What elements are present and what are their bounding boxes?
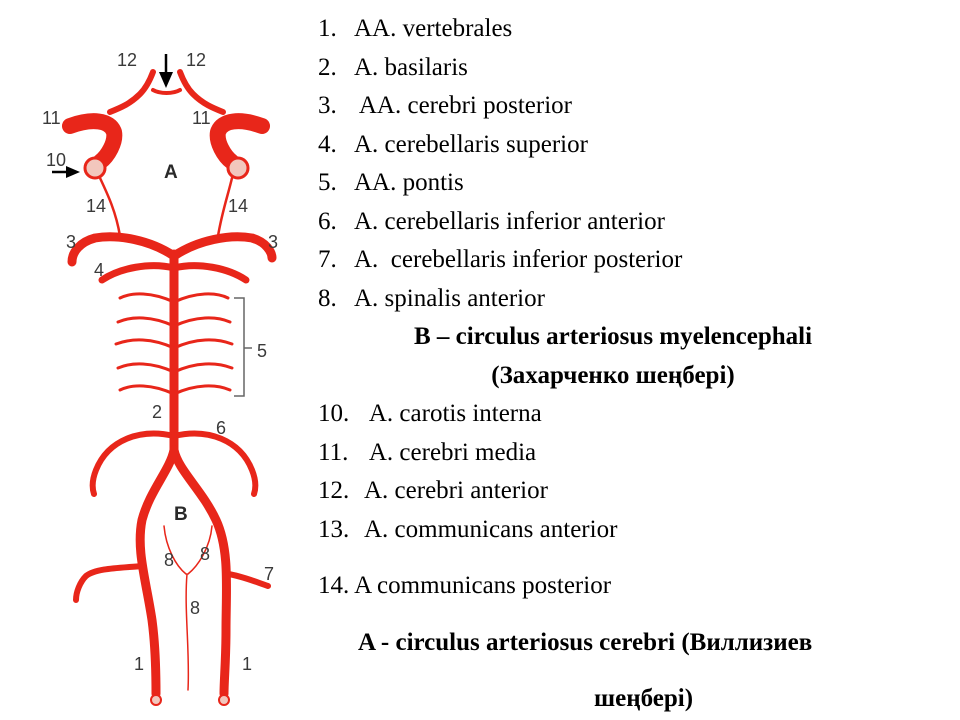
legend-item-1: 1. AA. vertebrales <box>318 10 958 49</box>
legend-text: A. spinalis anterior <box>354 284 545 312</box>
vertebralis-end-right <box>218 694 230 706</box>
artery-communicans-anterior <box>151 88 182 95</box>
legend-text: AA. vertebrales <box>354 15 513 42</box>
heading-circle-b-line2: (Захарченко шеңбері) <box>491 361 735 389</box>
artery-cerebri-media-left <box>62 113 123 170</box>
artery-communicans-posterior-left <box>98 176 122 238</box>
legend-item-3: 3. AA. cerebri posterior <box>318 87 958 126</box>
legend-num: 8. <box>318 284 337 312</box>
label-8-bottom: 8 <box>190 598 200 618</box>
label-4: 4 <box>94 260 104 280</box>
artery-cerebri-media-right <box>209 113 270 170</box>
legend-item-4: 4. A. cerebellaris superior <box>318 126 958 165</box>
legend-num: 1. <box>318 15 337 42</box>
legend-num: 11. <box>318 438 349 466</box>
heading-circle-a-line2: шеңбері) <box>594 685 694 712</box>
heading-circle-a-line1: A - circulus arteriosus cerebri (Виллизи… <box>358 628 813 656</box>
artery-cerebri-anterior-right <box>177 69 226 115</box>
legend-item-10: 10. A. carotis interna <box>318 395 958 434</box>
label-circle-B: B <box>174 504 188 525</box>
legend-item-2: 2. A. basilaris <box>318 49 958 88</box>
legend-num: 5. <box>318 169 337 196</box>
legend-num: 4. <box>318 130 337 158</box>
artery-cerebellaris-inferior-anterior-left <box>89 430 177 497</box>
artery-cerebri-posterior-left <box>67 232 179 267</box>
legend-num: 10. <box>318 400 350 427</box>
label-5: 5 <box>257 341 267 361</box>
carotis-interna-left <box>83 156 107 180</box>
legend-text: A. cerebellaris superior <box>354 130 588 158</box>
legend-item-11: 11. A. cerebri media <box>318 434 958 473</box>
legend-num: 3. <box>318 92 337 119</box>
label-8-right: 8 <box>200 544 210 564</box>
artery-spinalis-anterior <box>163 525 213 691</box>
arteries-pontis <box>114 292 234 396</box>
legend-text: A. carotis interna <box>364 400 542 427</box>
legend-text: AA. cerebri posterior <box>354 92 572 119</box>
label-3-left: 3 <box>66 232 76 252</box>
arterial-circle-diagram: 12 12 11 11 10 A 14 14 3 3 4 5 2 6 B 8 8… <box>42 50 278 706</box>
legend: 1. AA. vertebrales 2. A. basilaris 3. AA. … <box>318 10 958 719</box>
artery-vertebralis-left <box>135 445 179 699</box>
label-12-right: 12 <box>186 50 206 70</box>
arrow-right-icon <box>52 166 80 178</box>
artery-cerebri-anterior-left <box>107 69 156 115</box>
label-8-left: 8 <box>164 550 174 570</box>
label-12-left: 12 <box>117 50 137 70</box>
label-circle-A: A <box>164 162 178 183</box>
legend-text: A. cerebellaris inferior posterior <box>354 246 683 273</box>
legend-item-13: 13. A. communicans anterior <box>318 511 958 550</box>
legend-item-7: 7. A. cerebellaris inferior posterior <box>318 241 958 280</box>
artery-cerebellaris-inferior-anterior-right <box>171 430 259 497</box>
legend-num: 2. <box>318 53 337 81</box>
legend-text: A. basilaris <box>354 53 468 81</box>
label-2: 2 <box>152 402 162 422</box>
label-11-right: 11 <box>192 108 211 128</box>
artery-communicans-posterior-right <box>216 176 234 238</box>
label-11-left: 11 <box>42 108 61 128</box>
legend-num: 13. <box>318 515 350 543</box>
artery-cerebellaris-superior-left <box>98 262 178 284</box>
artery-cerebellaris-superior-right <box>170 262 250 284</box>
heading-circle-b-line1: B – circulus arteriosus myelencephali <box>413 323 813 350</box>
legend-item-12: 12. A. cerebri anterior <box>318 472 958 511</box>
label-7: 7 <box>264 564 274 584</box>
artery-cerebri-posterior-right <box>169 232 277 263</box>
label-3-right: 3 <box>268 232 278 252</box>
label-1-left: 1 <box>134 654 144 674</box>
legend-item-8: 8. A. spinalis anterior <box>318 280 958 319</box>
legend-text: A. cerebri anterior <box>364 477 548 504</box>
vertebralis-end-left <box>150 694 162 706</box>
label-1-right: 1 <box>242 654 252 674</box>
artery-cerebellaris-inferior-posterior-right <box>225 571 271 589</box>
carotis-interna-right <box>226 156 250 180</box>
label-6: 6 <box>216 418 226 438</box>
arrow-down-icon <box>159 54 173 88</box>
legend-num: 6. <box>318 207 337 235</box>
label-14-right: 14 <box>228 196 248 216</box>
legend-item-14: 14. A communicans posterior <box>318 572 612 599</box>
legend-text: A. communicans anterior <box>364 515 618 543</box>
legend-text: A. cerebellaris inferior anterior <box>354 207 665 235</box>
legend-num: 12. <box>318 477 350 504</box>
label-10: 10 <box>46 150 66 170</box>
legend-text: A. cerebri media <box>364 438 537 466</box>
artery-cerebellaris-inferior-posterior-left <box>73 563 145 603</box>
label-14-left: 14 <box>86 196 106 216</box>
pontis-bracket <box>234 297 252 397</box>
legend-item-6: 6. A. cerebellaris inferior anterior <box>318 203 958 242</box>
legend-num: 7. <box>318 246 337 273</box>
legend-text: AA. pontis <box>354 169 464 196</box>
legend-item-5: 5. AA. pontis <box>318 164 958 203</box>
artery-vertebralis-right <box>169 445 232 699</box>
